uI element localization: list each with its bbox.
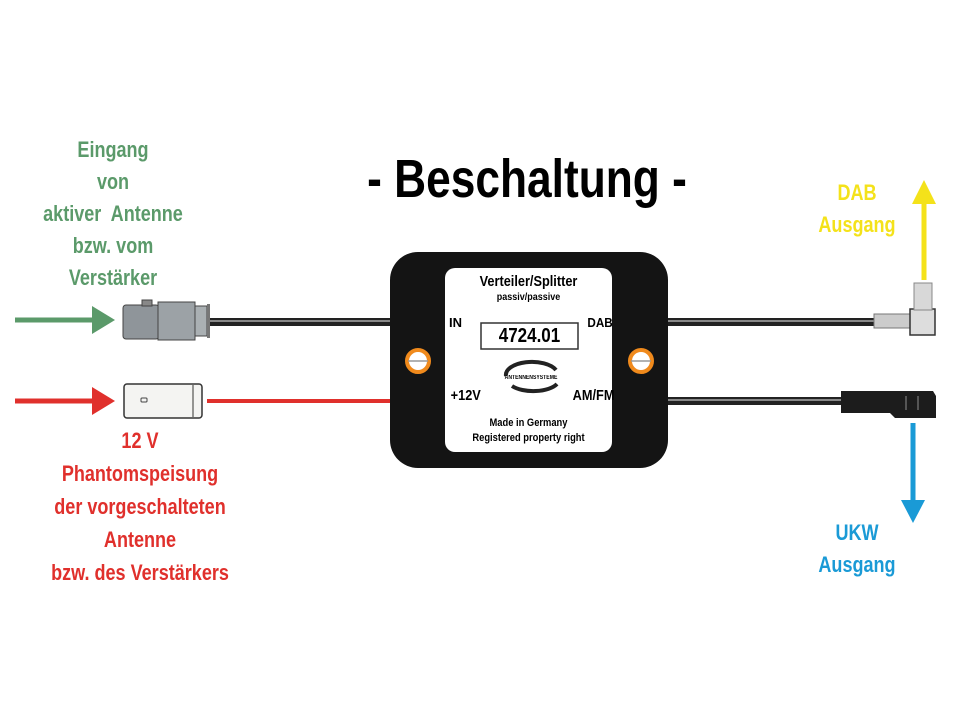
dab-arrow xyxy=(912,180,936,280)
device-subtitle: passiv/passive xyxy=(496,292,561,303)
input-connector xyxy=(122,299,210,341)
dab-cable xyxy=(668,318,878,326)
input-label-line: Eingang xyxy=(77,137,149,162)
port-dab-label: DAB xyxy=(587,315,613,330)
page-title: - Beschaltung - xyxy=(367,149,687,209)
power-cable xyxy=(207,399,392,403)
ukw-label-line: UKW xyxy=(835,520,879,545)
port-power-label: +12V xyxy=(450,387,481,404)
port-amfm-label: AM/FM xyxy=(572,387,615,404)
ukw-arrow xyxy=(901,423,925,523)
power-label-line: Antenne xyxy=(103,527,177,552)
input-label-line: von xyxy=(96,169,130,194)
input-label-line: bzw. vom xyxy=(72,233,154,258)
device-name: Verteiler/Splitter xyxy=(479,273,578,290)
ukw-label-line: Ausgang xyxy=(818,552,896,577)
input-label-line: Verstärker xyxy=(68,265,158,290)
input-label-line: aktiver Antenne xyxy=(43,201,183,226)
ukw-connector xyxy=(841,391,936,418)
input-cable xyxy=(210,318,392,326)
power-label-line: 12 V xyxy=(121,428,159,453)
port-in-label: IN xyxy=(449,315,462,330)
power-plug xyxy=(123,383,203,419)
ukw-output-label: UKW Ausgang xyxy=(808,517,906,581)
power-arrow xyxy=(15,387,115,415)
input-arrow xyxy=(15,306,115,334)
power-label-line: bzw. des Verstärkers xyxy=(51,560,229,585)
dab-label-line: DAB xyxy=(837,180,877,205)
dab-label-line: Ausgang xyxy=(818,212,896,237)
brand-text: ANTENNENSYSTEME xyxy=(504,375,558,381)
registered-label: Registered property right xyxy=(472,432,585,444)
power-label: 12 V Phantomspeisung der vorgeschalteten… xyxy=(9,424,271,589)
ukw-cable xyxy=(668,397,843,405)
power-label-line: der vorgeschalteten xyxy=(54,494,226,519)
made-in-label: Made in Germany xyxy=(489,417,568,429)
model-number: 4724.01 xyxy=(498,325,561,347)
input-label: Eingang von aktiver Antenne bzw. vom Ver… xyxy=(15,134,212,294)
brand-logo xyxy=(503,359,559,394)
dab-connector xyxy=(873,282,936,336)
dab-output-label: DAB Ausgang xyxy=(808,177,906,241)
power-label-line: Phantomspeisung xyxy=(61,461,219,486)
